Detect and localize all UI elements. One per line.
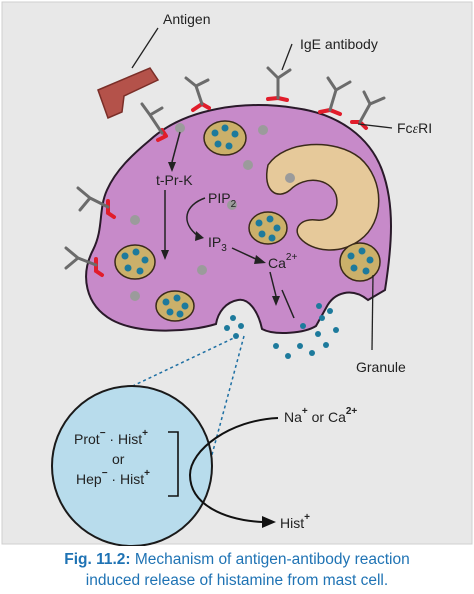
zoom-line-left	[119, 335, 239, 393]
antigen-shape	[97, 67, 160, 120]
granule	[339, 242, 381, 282]
cytoplasm-spots	[130, 123, 295, 301]
ige-antibodies	[64, 66, 386, 270]
figure-caption: Fig. 11.2: Mechanism of antigen-antibody…	[0, 546, 474, 594]
receptor-leader	[357, 123, 393, 129]
granule-leader	[371, 274, 374, 351]
caption-text-line2: induced release of histamine from mast c…	[85, 572, 389, 589]
granule-label: Granule	[356, 359, 406, 375]
granule	[203, 120, 247, 156]
or-label: or	[112, 451, 125, 467]
antigen-leader	[131, 27, 159, 69]
caption-label: Fig. 11.2:	[64, 551, 131, 568]
granule	[248, 211, 288, 245]
granule	[114, 244, 156, 280]
nucleus	[265, 143, 380, 251]
granules	[114, 120, 381, 322]
signaling-arrows	[161, 131, 295, 319]
zoom-line-right	[209, 335, 245, 463]
released-granules	[224, 303, 339, 359]
ip3-label: IP3	[208, 234, 227, 254]
zoom-circle	[51, 385, 213, 546]
calcium-label: Ca2+	[268, 252, 297, 271]
ige-antibody-label: IgE antibody	[300, 36, 378, 52]
kinase-label: t-Pr-K	[156, 172, 193, 188]
fc-epsilon-receptors	[94, 96, 368, 277]
hist-out-label: Hist+	[280, 512, 310, 531]
complex-bracket	[168, 431, 179, 497]
exchange-arrow	[188, 417, 279, 523]
caption-text-line1: Mechanism of antigen-antibody reaction	[130, 551, 410, 568]
prot-hist-label: Prot− · Hist+	[74, 428, 148, 447]
hep-hist-label: Hep− · Hist+	[76, 468, 150, 487]
antigen-label: Antigen	[163, 11, 210, 27]
receptor-label: FcεRI	[397, 120, 432, 137]
ion-label: Na+ or Ca2+	[284, 406, 357, 425]
granule	[155, 290, 195, 322]
pip2-label: PIP2	[208, 190, 237, 210]
diagram-panel: Antigen IgE antibody FcεRI t-Pr-K PIP2 I…	[1, 1, 473, 546]
exchange-arrowhead	[262, 516, 276, 528]
ige-leader	[281, 43, 293, 71]
